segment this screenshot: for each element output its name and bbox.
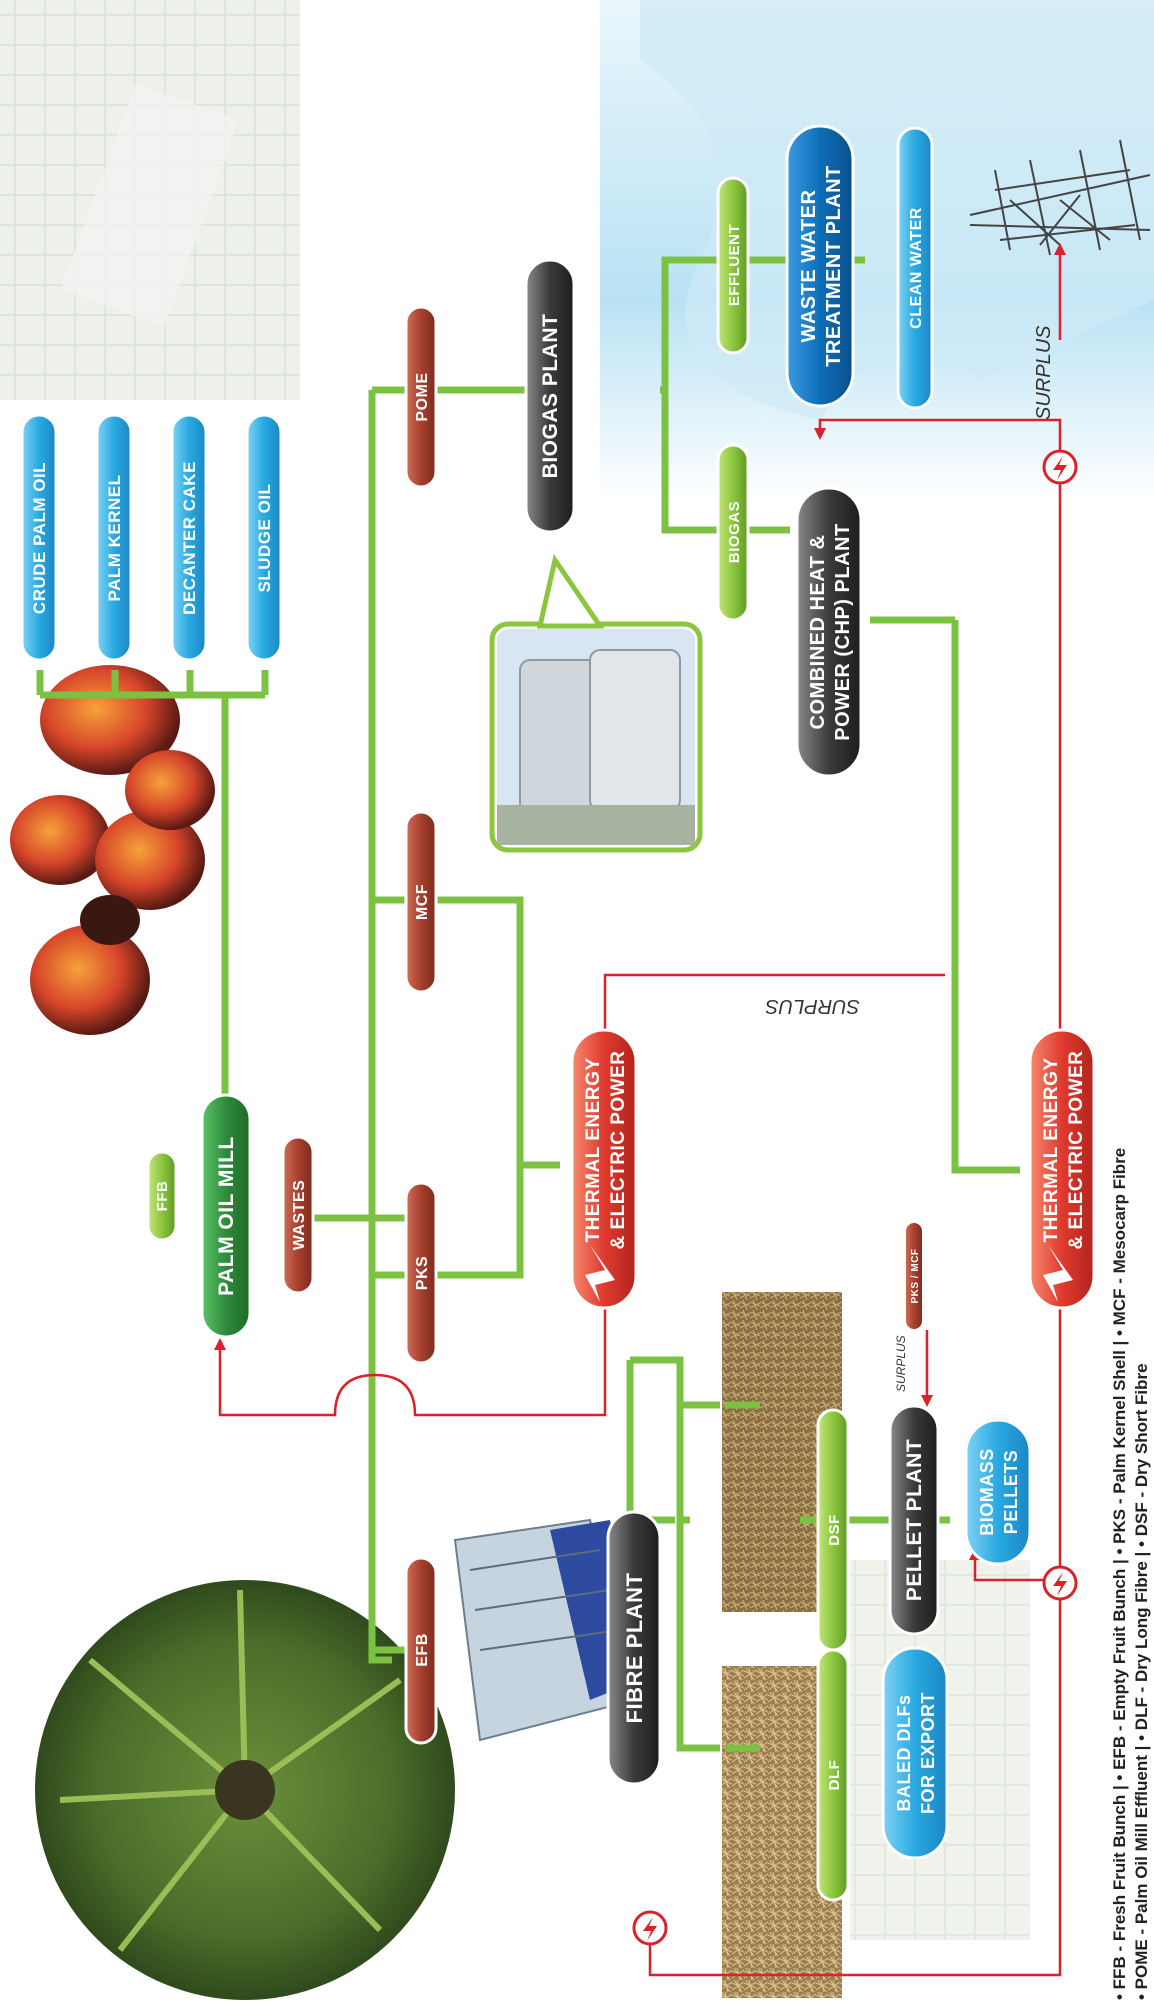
pks-mcf-label: PKS / MCF — [910, 1248, 921, 1303]
legend-line-1: • FFB - Fresh Fruit Bunch | • EFB - Empt… — [1110, 1148, 1129, 2000]
chp-label-line1: COMBINED HEAT & — [807, 535, 829, 730]
baled-label-line1: BALED DLFs — [894, 1695, 914, 1812]
crude-palm-oil-pill: CRUDE PALM OIL — [20, 413, 58, 662]
wwtp-label-line1: WASTE WATER — [798, 189, 820, 342]
lightning-icon-1 — [585, 1245, 615, 1302]
dlf-pill: DLF — [816, 1648, 850, 1902]
money-band-top — [60, 82, 240, 328]
biogas-label: BIOGAS — [726, 501, 743, 563]
biogas-tank-image — [489, 553, 703, 853]
lightning-icon-2 — [1043, 1245, 1073, 1302]
palm-fruit-image — [10, 665, 215, 1035]
thermal2-label-line1: THERMAL ENERGY — [1041, 1057, 1062, 1242]
baled-label-line2: FOR EXPORT — [918, 1692, 938, 1814]
thermal-power-pill-1: THERMAL ENERGY & ELECTRIC POWER — [570, 1028, 638, 1310]
biomass-pellets-pill: BIOMASS PELLETS — [964, 1418, 1032, 1566]
wwtp-label-line2: TREATMENT PLANT — [823, 165, 845, 367]
dsf-label: DSF — [826, 1514, 843, 1546]
decanter-cake-pill: DECANTER CAKE — [170, 413, 208, 662]
pome-label: POME — [414, 372, 431, 421]
power-icon-3 — [632, 1910, 668, 1946]
crude-palm-oil-label: CRUDE PALM OIL — [30, 462, 49, 614]
surplus-label-top: SURPLUS — [1033, 325, 1055, 420]
mcf-label: MCF — [414, 884, 431, 920]
wastes-label: WASTES — [291, 1180, 308, 1251]
sludge-oil-label: SLUDGE OIL — [255, 484, 274, 593]
transmission-tower-icon — [969, 139, 1151, 256]
biogas-pill: BIOGAS — [716, 443, 750, 622]
power-icon-1 — [1042, 449, 1078, 485]
palm-oil-mill-label: PALM OIL MILL — [215, 1136, 238, 1296]
surplus-label-small: SURPLUS — [894, 1335, 908, 1392]
wwtp-pill: WASTE WATER TREATMENT PLANT — [785, 124, 855, 408]
thermal1-label-line1: THERMAL ENERGY — [583, 1057, 604, 1242]
ffb-label: FFB — [154, 1181, 171, 1212]
chp-plant-pill: COMBINED HEAT & POWER (CHP) PLANT — [795, 486, 863, 778]
efb-pill: EFB — [404, 1556, 438, 1745]
palm-oil-mill-pill: PALM OIL MILL — [200, 1093, 252, 1339]
effluent-pill: EFFLUENT — [716, 176, 750, 355]
ffb-pill: FFB — [146, 1150, 178, 1242]
palm-kernel-pill: PALM KERNEL — [95, 413, 133, 662]
pellet-plant-pill: PELLET PLANT — [888, 1404, 940, 1636]
dsf-pill: DSF — [816, 1408, 850, 1652]
palm-tree-image — [35, 1580, 455, 2000]
biomass-label-line1: BIOMASS — [977, 1448, 997, 1536]
pks-mcf-pill: PKS / MCF — [904, 1221, 924, 1331]
clean-water-pill: CLEAN WATER — [896, 126, 934, 410]
wastes-pill: WASTES — [281, 1135, 315, 1295]
pks-label: PKS — [414, 1256, 431, 1290]
fibre-plant-label: FIBRE PLANT — [622, 1572, 647, 1723]
power-icon-2 — [1042, 1565, 1078, 1601]
palm-kernel-label: PALM KERNEL — [105, 474, 124, 601]
pks-pill: PKS — [404, 1181, 438, 1365]
pome-pill: POME — [404, 305, 438, 489]
effluent-label: EFFLUENT — [726, 224, 743, 306]
fibre-plant-pill: FIBRE PLANT — [606, 1510, 662, 1786]
thermal1-label-line2: & ELECTRIC POWER — [608, 1050, 629, 1249]
red-power-lines — [218, 255, 1062, 1977]
thermal2-label-line2: & ELECTRIC POWER — [1066, 1050, 1087, 1249]
chp-label-line2: POWER (CHP) PLANT — [832, 523, 854, 740]
mcf-pill: MCF — [404, 810, 438, 994]
sludge-oil-pill: SLUDGE OIL — [245, 413, 283, 662]
dlf-label: DLF — [826, 1760, 843, 1791]
biogas-plant-label: BIOGAS PLANT — [539, 314, 562, 479]
biogas-plant-pill: BIOGAS PLANT — [524, 258, 576, 534]
decanter-cake-label: DECANTER CAKE — [180, 461, 199, 615]
biomass-label-line2: PELLETS — [1001, 1450, 1021, 1535]
pellet-plant-label: PELLET PLANT — [903, 1439, 926, 1601]
clean-water-label: CLEAN WATER — [908, 207, 925, 329]
thermal-power-pill-2: THERMAL ENERGY & ELECTRIC POWER — [1028, 1028, 1096, 1310]
legend-line-2: • POME - Palm Oil Mill Effluent | • DLF … — [1132, 1363, 1151, 2000]
baled-dlfs-pill: BALED DLFs FOR EXPORT — [881, 1646, 949, 1860]
surplus-label-middle: SURPLUS — [765, 995, 860, 1017]
efb-label: EFB — [414, 1633, 431, 1667]
green-connector-lines — [725, 616, 955, 1752]
